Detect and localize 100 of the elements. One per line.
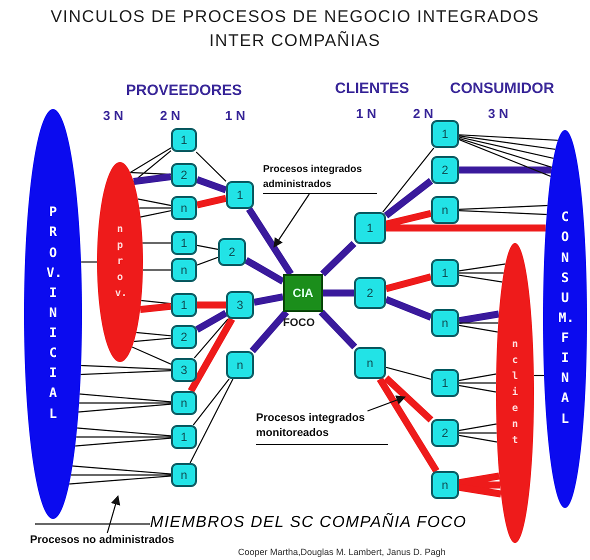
annotation-text: Procesos integrados monitoreados bbox=[256, 411, 388, 445]
member-box: 2 bbox=[431, 156, 459, 184]
vertical-label: n prov. bbox=[115, 223, 125, 301]
member-box: n bbox=[354, 347, 386, 379]
connector-line bbox=[142, 242, 171, 244]
connector-line bbox=[78, 404, 172, 413]
connector-line bbox=[77, 427, 172, 436]
connector-line bbox=[384, 178, 434, 218]
connector-line bbox=[458, 263, 506, 272]
connector-line bbox=[196, 194, 227, 208]
member-box: 3 bbox=[171, 358, 197, 382]
connector-line bbox=[458, 310, 500, 324]
connector-line bbox=[459, 382, 496, 384]
connector-line bbox=[71, 474, 171, 476]
connector-line bbox=[320, 240, 356, 277]
connector-line bbox=[196, 244, 218, 250]
connector-line bbox=[141, 300, 172, 304]
connector-line bbox=[382, 148, 434, 212]
column-heading: 1 N bbox=[356, 105, 376, 123]
connector-line bbox=[80, 370, 172, 376]
column-heading: 2 N bbox=[160, 107, 180, 125]
member-box: 1 bbox=[226, 181, 254, 209]
member-box: n bbox=[171, 196, 197, 220]
connector-line bbox=[196, 256, 218, 266]
column-heading: CONSUMIDOR bbox=[450, 79, 554, 99]
connector-line bbox=[81, 261, 97, 263]
connector-line bbox=[75, 438, 172, 447]
connector-line bbox=[385, 273, 432, 292]
member-box: 2 bbox=[354, 277, 386, 309]
column-heading: PROVEEDORES bbox=[126, 81, 242, 101]
member-box: 2 bbox=[171, 325, 197, 349]
connector-line bbox=[140, 210, 172, 218]
member-box: 1 bbox=[171, 293, 197, 317]
leader-line bbox=[273, 194, 310, 248]
connector-line bbox=[132, 346, 172, 365]
connector-line bbox=[142, 269, 171, 271]
column-heading: 3 N bbox=[488, 105, 508, 123]
connector-line bbox=[138, 198, 172, 206]
member-box: 3 bbox=[226, 291, 254, 319]
member-box: 2 bbox=[218, 238, 246, 266]
leader-line bbox=[367, 396, 406, 412]
company-box: CIA bbox=[283, 274, 323, 312]
connector-line bbox=[458, 274, 502, 283]
connector-line bbox=[69, 475, 172, 485]
member-box: 2 bbox=[171, 163, 197, 187]
connector-line bbox=[244, 257, 285, 285]
member-box: 1 bbox=[431, 369, 459, 397]
connector-line bbox=[188, 317, 236, 393]
connector-line bbox=[458, 384, 496, 393]
connector-line bbox=[458, 138, 552, 168]
diagram-title: VINCULOS DE PROCESOS DE NEGOCIO INTEGRADOS INTER COMPAÑIAS bbox=[50, 7, 540, 50]
annotation-text: Procesos no administrados bbox=[30, 533, 180, 549]
leader-line bbox=[106, 495, 120, 534]
connector-line bbox=[458, 134, 558, 141]
connector-line bbox=[459, 322, 498, 324]
connector-line bbox=[79, 402, 171, 404]
member-box: n bbox=[171, 463, 197, 487]
connector-line bbox=[458, 204, 548, 210]
connector-line bbox=[192, 378, 230, 426]
connector-line bbox=[386, 366, 432, 380]
connector-line bbox=[458, 136, 554, 159]
diagram-caption: MIEMBROS DEL SC COMPAÑIA FOCO bbox=[150, 512, 467, 533]
connector-line bbox=[386, 224, 546, 232]
member-box: n bbox=[431, 309, 459, 337]
connector-line bbox=[458, 423, 496, 432]
connector-line bbox=[196, 176, 228, 194]
box-caption: FOCO bbox=[283, 316, 315, 331]
member-box: n bbox=[171, 258, 197, 282]
connector-line bbox=[196, 152, 226, 182]
connector-line bbox=[246, 207, 294, 276]
column-heading: CLIENTES bbox=[335, 79, 410, 99]
member-box: 1 bbox=[171, 128, 197, 152]
member-box: n bbox=[431, 196, 459, 224]
annotation-text: Procesos integrados administrados bbox=[263, 162, 377, 194]
member-box: n bbox=[431, 471, 459, 499]
connector-line bbox=[197, 302, 226, 308]
connector-line bbox=[323, 290, 354, 296]
member-box: 1 bbox=[171, 425, 197, 449]
connector-line bbox=[130, 147, 172, 174]
member-box: n bbox=[226, 351, 254, 379]
connector-line bbox=[195, 310, 228, 333]
citation-text: Cooper Martha,Douglas M. Lambert, Janus D. Pagh bbox=[238, 546, 446, 559]
connector-line bbox=[459, 432, 497, 434]
connector-line bbox=[458, 135, 556, 150]
connector-line bbox=[80, 393, 172, 402]
connector-line bbox=[190, 378, 234, 464]
vertical-label: n client bbox=[510, 338, 520, 448]
connector-line bbox=[384, 375, 434, 422]
member-box: 1 bbox=[171, 231, 197, 255]
connector-line bbox=[140, 302, 172, 313]
connector-line bbox=[458, 139, 551, 177]
connector-line bbox=[250, 310, 290, 354]
connector-line bbox=[81, 364, 172, 370]
connector-line bbox=[134, 338, 172, 342]
member-box: 2 bbox=[431, 419, 459, 447]
member-box: 1 bbox=[431, 259, 459, 287]
vertical-label: CONSUM. FINAL bbox=[558, 209, 572, 429]
connector-line bbox=[318, 310, 358, 350]
connector-line bbox=[139, 207, 171, 209]
connector-line bbox=[384, 296, 432, 321]
